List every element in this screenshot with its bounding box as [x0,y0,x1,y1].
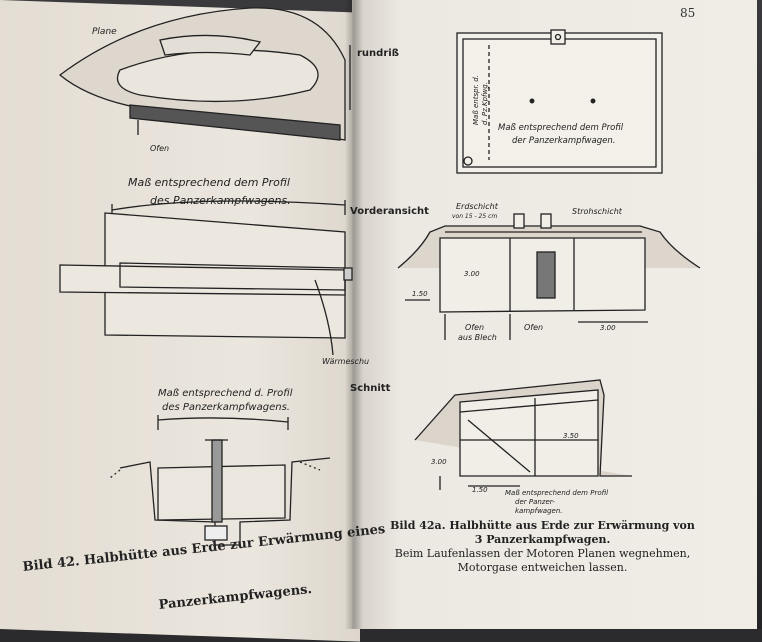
right-caption-title-1: Bild 42a. Halbhütte aus Erde zur Erwärmu… [390,519,695,532]
front-erdschicht: Erdschicht [456,202,499,211]
section-height-300: 3.00 [431,458,447,466]
label-schnitt: Schnitt [350,383,391,394]
right-caption-title-2: 3 Panzerkampfwagen. [474,533,611,546]
right-plan-drawing [456,29,663,174]
right-section-drawing [414,379,632,490]
section-dim-line1: Maß entsprechend dem Profil [505,489,608,497]
right-front-drawing [397,213,701,340]
plan-dim-line1: Maß entsprechend dem Profil [498,123,624,133]
front-height-300: 3.00 [464,270,480,278]
right-caption-note-1: Beim Laufenlassen der Motoren Planen weg… [394,547,691,560]
label-waermeschutz: Wärmeschu [322,357,369,366]
label-ofen-top: Ofen [150,144,169,153]
left-dim1-line2: des Panzerkampfwagens. [150,194,291,207]
section-depth-150: 1.50 [472,486,488,494]
right-caption-note-2: Motorgase entweichen lassen. [457,561,628,574]
page-number: 85 [680,6,696,20]
front-height-150: 1.50 [412,290,428,298]
front-erdschicht-dim: von 15 - 25 cm [452,213,497,220]
front-ofen: Ofen [524,323,543,332]
left-plan-drawing [59,200,353,356]
book-gutter [345,0,363,629]
section-dim-line2: der Panzer- [515,498,555,506]
right-caption: Bild 42a. Halbhütte aus Erde zur Erwärmu… [375,519,710,575]
section-height-350: 3.50 [563,432,579,440]
left-dim1-line1: Maß entsprechend dem Profil [128,176,290,189]
front-width-300: 3.00 [600,324,616,332]
front-ofen-blech-1: Ofen [465,323,484,332]
left-top-hut-drawing [58,7,351,141]
plan-vertical-dim-line2: d. Pz.Kpfwg. [481,82,489,125]
left-section-drawing [109,415,331,546]
front-ofen-blech-2: aus Blech [458,333,497,342]
front-strohschicht: Strohschicht [572,207,623,216]
label-plane: Plane [92,27,117,37]
left-dim2-line2: des Panzerkampfwagens. [162,402,290,413]
plan-dim-line2: der Panzerkampfwagen. [512,136,615,146]
section-dim-line3: kampfwagen. [515,507,563,515]
label-grundriss: rundriß [357,48,399,59]
label-vorderansicht: Vorderansicht [350,206,429,217]
left-dim2-line1: Maß entsprechend d. Profil [158,388,293,399]
drawings-layer: Plane Ofen Maß entsprechend dem Profil d… [58,7,701,546]
plan-vertical-dim-line1: Maß entspr. d. [472,75,480,125]
